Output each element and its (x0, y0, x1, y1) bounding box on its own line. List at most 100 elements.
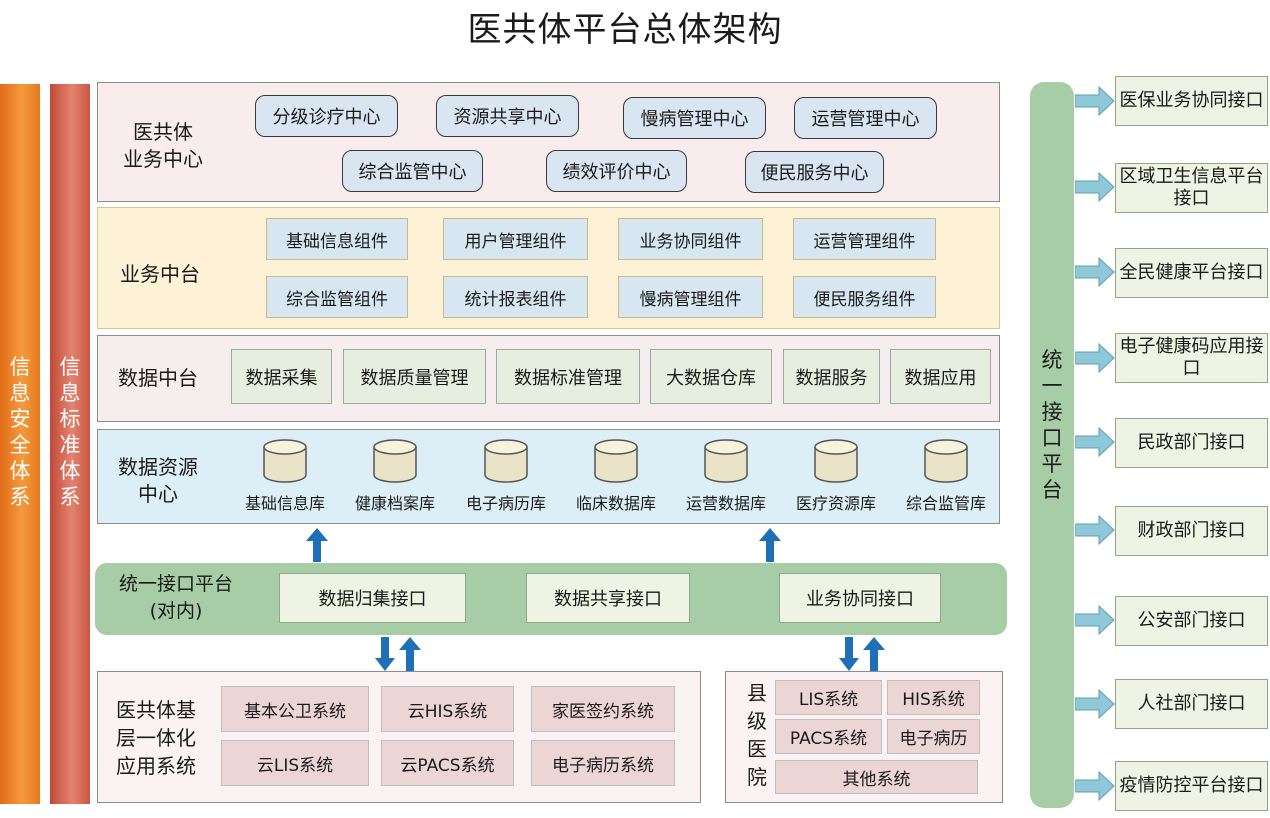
arrow-right-icon (1075, 515, 1115, 545)
business-center-item: 综合监管中心 (342, 150, 483, 192)
base-system-item: 云LIS系统 (221, 740, 369, 786)
internal-interface-item: 数据共享接口 (526, 573, 690, 623)
county-system-item: 其他系统 (775, 760, 978, 794)
base-system-item: 基本公卫系统 (221, 686, 369, 732)
business-component: 慢病管理组件 (618, 276, 763, 318)
data-middle-item: 数据采集 (231, 349, 332, 404)
database: 临床数据库 (561, 438, 671, 514)
external-interface-item: 公安部门接口 (1115, 596, 1268, 646)
database-label: 健康档案库 (354, 494, 435, 513)
external-interface-item: 全民健康平台接口 (1115, 248, 1268, 298)
database-label: 基础信息库 (244, 494, 325, 513)
database-label: 运营数据库 (685, 494, 766, 513)
business-middle-label: 业务中台 (120, 262, 200, 286)
business-component: 用户管理组件 (443, 218, 588, 260)
business-center-item: 便民服务中心 (745, 151, 884, 193)
database-cylinder-icon (263, 439, 307, 483)
database-cylinder-icon (814, 439, 858, 483)
base-system-label: 医共体基 层一体化 应用系统 (104, 696, 208, 780)
database-label: 临床数据库 (575, 494, 656, 513)
database: 运营数据库 (671, 438, 781, 514)
database-label: 电子病历库 (465, 494, 546, 513)
arrow-right-icon (1075, 172, 1115, 202)
arrow-up-icon (759, 528, 781, 562)
internal-interface-label-line1: 统一接口平台 (118, 573, 233, 595)
external-interface-item: 医保业务协同接口 (1115, 76, 1268, 126)
external-interface-item: 人社部门接口 (1115, 679, 1268, 729)
internal-interface-label-line2: (对内) (149, 600, 203, 622)
county-system-item: LIS系统 (775, 680, 882, 715)
standard-system-bar: 信息标准体系 (50, 84, 90, 804)
county-system-item: PACS系统 (775, 719, 882, 754)
database: 健康档案库 (340, 438, 450, 514)
database-cylinder-icon (704, 439, 748, 483)
data-middle-item: 数据服务 (783, 349, 880, 404)
data-middle-item: 数据质量管理 (343, 349, 486, 404)
base-system-label-line3: 应用系统 (116, 754, 196, 778)
external-interface-bar: 统一接口平台 (1030, 82, 1074, 808)
database: 综合监管库 (891, 438, 1001, 514)
business-component: 综合监管组件 (266, 276, 408, 318)
business-center-label: 医共体 业务中心 (104, 119, 222, 173)
county-system-item: HIS系统 (887, 680, 980, 715)
business-center-item: 资源共享中心 (436, 95, 579, 137)
business-center-item: 绩效评价中心 (546, 150, 687, 192)
database: 电子病历库 (451, 438, 561, 514)
county-hospital-label: 县级医院 (747, 681, 767, 789)
base-system-item: 云PACS系统 (381, 740, 514, 786)
data-middle-item: 大数据仓库 (650, 349, 772, 404)
business-center-label-line1: 医共体 (133, 120, 193, 144)
external-interface-item: 民政部门接口 (1115, 418, 1268, 468)
business-center-item: 运营管理中心 (794, 97, 937, 139)
data-resource-label: 数据资源 中心 (104, 454, 212, 508)
business-component: 运营管理组件 (793, 218, 936, 260)
data-resource-label-line1: 数据资源 (118, 455, 198, 479)
arrow-right-icon (1075, 257, 1115, 287)
database-cylinder-icon (594, 439, 638, 483)
internal-interface-label: 统一接口平台 (对内) (106, 571, 246, 625)
external-interface-item: 区域卫生信息平台接口 (1115, 163, 1268, 213)
database-label: 综合监管库 (905, 494, 986, 513)
external-interface-label: 统一接口平台 (1041, 348, 1063, 502)
data-resource-label-line2: 中心 (138, 482, 178, 506)
arrow-right-icon (1075, 343, 1115, 373)
external-interface-item: 疫情防控平台接口 (1115, 761, 1268, 811)
base-system-label-line1: 医共体基 (116, 698, 196, 722)
diagram-title: 医共体平台总体架构 (467, 10, 783, 50)
arrow-right-icon (1075, 86, 1115, 116)
business-component: 基础信息组件 (266, 218, 408, 260)
base-system-item: 云HIS系统 (381, 686, 514, 732)
database-cylinder-icon (484, 439, 528, 483)
bidirectional-arrow-icon (375, 637, 421, 671)
database-cylinder-icon (924, 439, 968, 483)
database-label: 医疗资源库 (795, 494, 876, 513)
business-component: 业务协同组件 (618, 218, 763, 260)
county-system-item: 电子病历 (887, 719, 980, 754)
base-system-item: 家医签约系统 (531, 686, 675, 732)
security-system-bar: 信息安全体系 (0, 84, 40, 804)
arrow-right-icon (1075, 689, 1115, 719)
data-middle-item: 数据标准管理 (496, 349, 640, 404)
business-center-label-line2: 业务中心 (123, 147, 203, 171)
external-interface-item: 财政部门接口 (1115, 506, 1268, 556)
standard-system-label: 信息标准体系 (59, 355, 81, 509)
external-interface-item: 电子健康码应用接口 (1115, 333, 1268, 383)
data-middle-label: 数据中台 (118, 366, 198, 390)
bidirectional-arrow-icon (839, 637, 885, 671)
arrow-up-icon (306, 528, 328, 562)
arrow-right-icon (1075, 427, 1115, 457)
internal-interface-item: 数据归集接口 (279, 573, 466, 623)
internal-interface-item: 业务协同接口 (779, 573, 941, 623)
database-cylinder-icon (373, 439, 417, 483)
business-component: 统计报表组件 (443, 276, 588, 318)
arrow-right-icon (1075, 771, 1115, 801)
base-system-label-line2: 层一体化 (116, 726, 196, 750)
base-system-item: 电子病历系统 (531, 740, 675, 786)
business-component: 便民服务组件 (793, 276, 936, 318)
database: 医疗资源库 (781, 438, 891, 514)
database: 基础信息库 (230, 438, 340, 514)
business-center-item: 分级诊疗中心 (255, 95, 398, 137)
arrow-right-icon (1075, 605, 1115, 635)
business-center-item: 慢病管理中心 (623, 97, 766, 139)
security-system-label: 信息安全体系 (9, 355, 31, 509)
